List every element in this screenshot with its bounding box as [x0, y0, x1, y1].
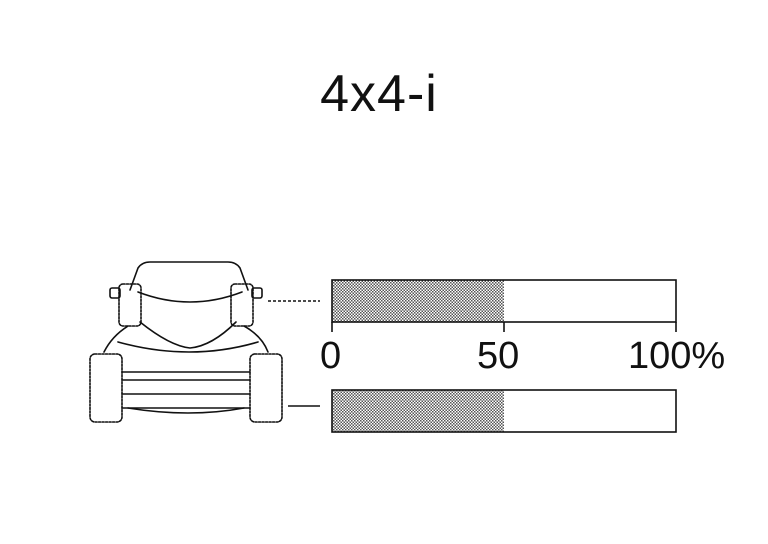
vehicle-chassis-icon	[89, 261, 283, 423]
front-axle-fill	[332, 280, 504, 322]
scale-ticks	[331, 322, 677, 332]
tick-label-100: 100%	[628, 335, 726, 377]
rear-axle-frame	[331, 389, 677, 433]
front-axle-bar	[331, 279, 677, 323]
tick-label-0: 0	[320, 335, 342, 377]
rear-axle-bar	[331, 389, 677, 433]
tick-label-50: 50	[477, 335, 520, 377]
rear-axle-fill	[332, 390, 504, 432]
diagram-title: 4x4-i	[320, 65, 438, 123]
